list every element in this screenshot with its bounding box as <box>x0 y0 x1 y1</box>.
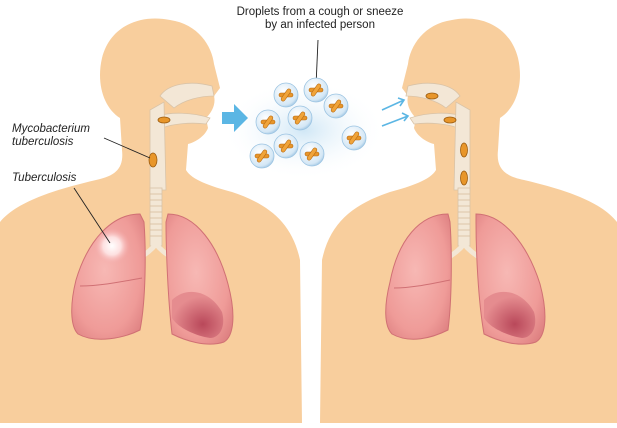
right-bacterium-in-throat <box>461 143 468 157</box>
inhale-arrows <box>382 98 408 126</box>
mycobacterium-label: Mycobacterium tuberculosis <box>12 123 90 149</box>
right-bacterium-in-mouth <box>444 117 456 123</box>
right-trachea <box>458 188 470 246</box>
left-trachea <box>150 188 162 246</box>
droplet <box>288 106 312 130</box>
mycobacterium-label-line1: Mycobacterium <box>12 123 90 136</box>
droplet <box>304 78 328 102</box>
infected-person <box>0 19 302 423</box>
droplet <box>300 142 324 166</box>
left-bacterium-in-throat <box>149 153 157 167</box>
droplet <box>274 134 298 158</box>
droplet-cloud <box>222 78 386 180</box>
tuberculosis-label-text: Tuberculosis <box>12 172 76 185</box>
tuberculosis-label: Tuberculosis <box>12 172 76 185</box>
droplets-caption-line1: Droplets from a cough or sneeze <box>228 6 412 19</box>
droplets-caption: Droplets from a cough or sneeze by an in… <box>228 6 412 32</box>
droplets-caption-line2: by an infected person <box>228 19 412 32</box>
left-bacterium-in-nose <box>158 117 170 123</box>
droplet <box>324 94 348 118</box>
droplet <box>256 110 280 134</box>
mycobacterium-label-line2: tuberculosis <box>12 136 90 149</box>
right-bacterium-in-trachea <box>461 171 468 185</box>
droplet <box>274 83 298 107</box>
tuberculosis-lesion <box>94 228 130 264</box>
left-throat <box>150 102 166 190</box>
right-bacterium-in-nose <box>426 93 438 99</box>
droplet <box>342 126 366 150</box>
droplet <box>250 144 274 168</box>
exposed-person <box>320 19 617 423</box>
